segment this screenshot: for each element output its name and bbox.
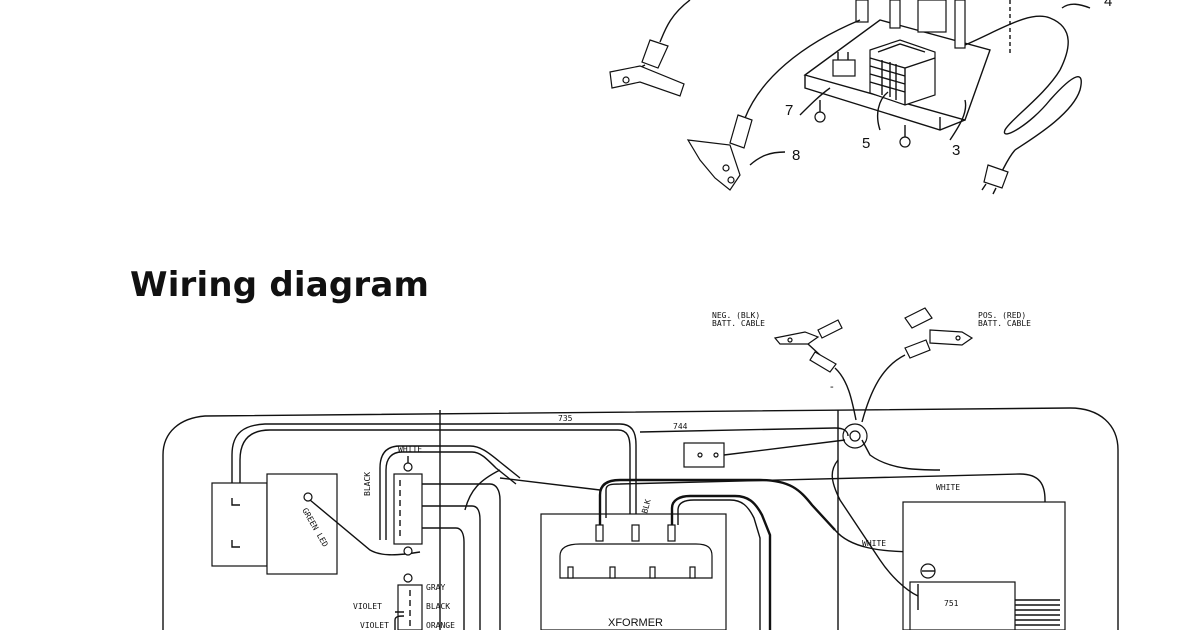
pos-cable-label-1: POS. (RED)	[978, 311, 1026, 320]
blk-label: BLK	[640, 498, 652, 514]
led-wire	[309, 499, 421, 556]
wiring-diagram: NEG. (BLK) BATT. CABLE POS. (RED) BATT. …	[162, 307, 1119, 630]
wire-751	[831, 459, 919, 597]
wire-735	[231, 423, 637, 520]
thermostat-block	[683, 439, 846, 468]
base-plate	[803, 19, 991, 131]
white-label-right-mid: WHITE	[862, 539, 886, 548]
black-label: BLACK	[426, 602, 450, 611]
callout-arrows	[749, 3, 1091, 166]
terminal-posts	[855, 0, 1011, 55]
circuit-breaker-part	[832, 52, 856, 77]
white-label-top: WHITE	[398, 445, 422, 454]
callout-4: 4	[1104, 0, 1112, 10]
violet-label-2: VIOLET	[360, 621, 389, 630]
callout-7: 7	[785, 102, 793, 119]
housing-curve-wire	[464, 469, 501, 511]
callout-8: 8	[792, 147, 800, 164]
xformer-label: XFORMER	[608, 617, 663, 629]
transformer-core	[869, 39, 936, 106]
white-right-wire	[605, 473, 1046, 630]
violet-label-1: VIOLET	[353, 602, 382, 611]
transformer-lead-2	[670, 494, 772, 630]
wire-735-label: 735	[558, 414, 573, 423]
white-label-right-top: WHITE	[936, 483, 960, 492]
wire-to-housing-left	[499, 477, 601, 491]
wire-735-b	[239, 429, 631, 520]
transformer-lead-2b	[677, 499, 761, 630]
transformer	[540, 513, 727, 630]
selector-switch-block	[394, 573, 423, 630]
neg-cable-label-1: NEG. (BLK)	[712, 311, 760, 320]
callout-5: 5	[862, 135, 870, 152]
wire-751-label: 751	[944, 599, 959, 608]
pos-cable-label-2: BATT. CABLE	[978, 319, 1031, 328]
page-title: Wiring diagram	[130, 265, 430, 305]
left-clamp-cable-2	[686, 19, 861, 191]
neg-cable-label-2: BATT. CABLE	[712, 319, 765, 328]
negative-clamp	[773, 319, 857, 421]
parts-view: 4 3 5 7 8	[609, 0, 1112, 195]
cable-grommet	[842, 423, 868, 449]
rectifier-board	[902, 501, 1066, 630]
housing-outline	[162, 407, 1119, 630]
wire-744-label: 744	[673, 422, 688, 431]
minus-sign: -	[830, 381, 834, 393]
orange-label: ORANGE	[426, 621, 455, 630]
black-label-vertical: BLACK	[363, 472, 372, 496]
screws	[814, 100, 911, 148]
timer-switch-block	[379, 445, 521, 630]
positive-clamp	[861, 307, 974, 423]
left-clamp-cable-1	[609, 0, 691, 97]
wire-744	[639, 427, 849, 437]
callout-3: 3	[952, 142, 960, 159]
gray-label: GRAY	[426, 583, 445, 592]
ac-power-cord	[964, 15, 1082, 195]
meter-housing	[211, 473, 338, 575]
transformer-lead-1	[598, 478, 836, 531]
grommet-drop-wire	[861, 439, 941, 471]
